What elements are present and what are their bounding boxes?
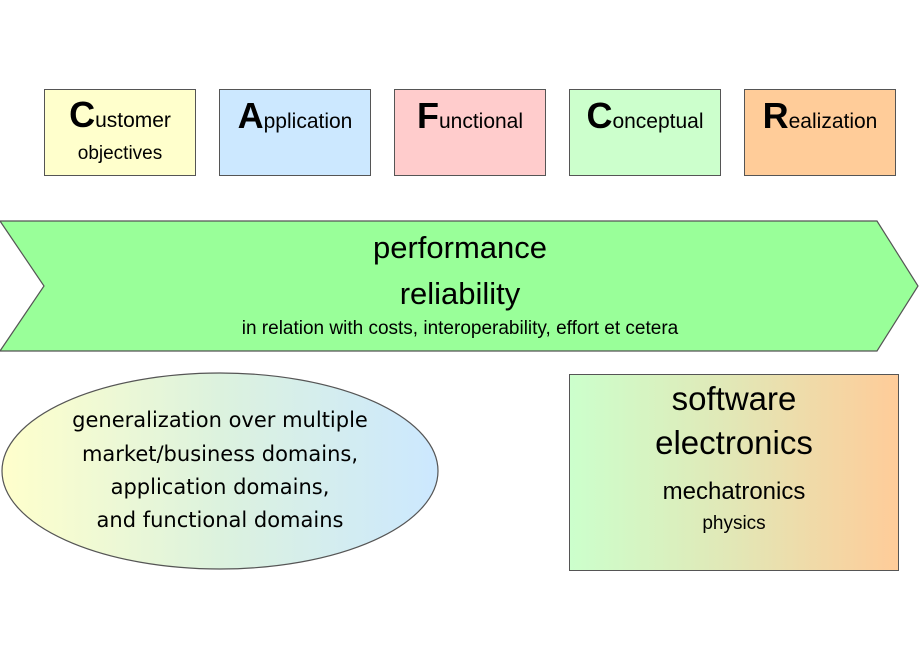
view-label: pplication (263, 110, 353, 133)
view-initial: C (586, 95, 613, 136)
view-initial: R (762, 95, 789, 136)
view-label: ealization (788, 110, 878, 133)
banner-line-performance: performance (372, 230, 548, 265)
tech-mechatronics: mechatronics (662, 478, 806, 505)
realization-box: Realization (744, 89, 896, 176)
tech-software: software (671, 380, 797, 417)
view-label-line2: objectives (77, 143, 163, 164)
view-label: onceptual (612, 110, 704, 133)
view-initial: A (237, 95, 264, 136)
view-label: ustomer (95, 109, 171, 132)
generalization-ellipse (1, 372, 439, 570)
tech-physics: physics (702, 513, 766, 534)
conceptual-box: Conceptual (569, 89, 721, 176)
technologies-box (569, 374, 899, 571)
tech-electronics: electronics (655, 424, 813, 461)
generalization-line: application domains, (110, 475, 330, 499)
view-initial: F (416, 95, 439, 136)
customer-objectives-box: Customer objectives (44, 89, 196, 176)
functional-box: Functional (394, 89, 546, 176)
generalization-line: and functional domains (96, 508, 344, 532)
banner-line-qualifier: in relation with costs, interoperability… (241, 318, 679, 339)
banner-line-reliability: reliability (399, 276, 521, 311)
application-box: Application (219, 89, 371, 176)
qualities-banner-arrow (0, 220, 919, 352)
view-initial: C (69, 94, 96, 135)
generalization-line: generalization over multiple (72, 408, 368, 432)
generalization-line: market/business domains, (81, 442, 359, 466)
view-label: unctional (438, 110, 524, 133)
